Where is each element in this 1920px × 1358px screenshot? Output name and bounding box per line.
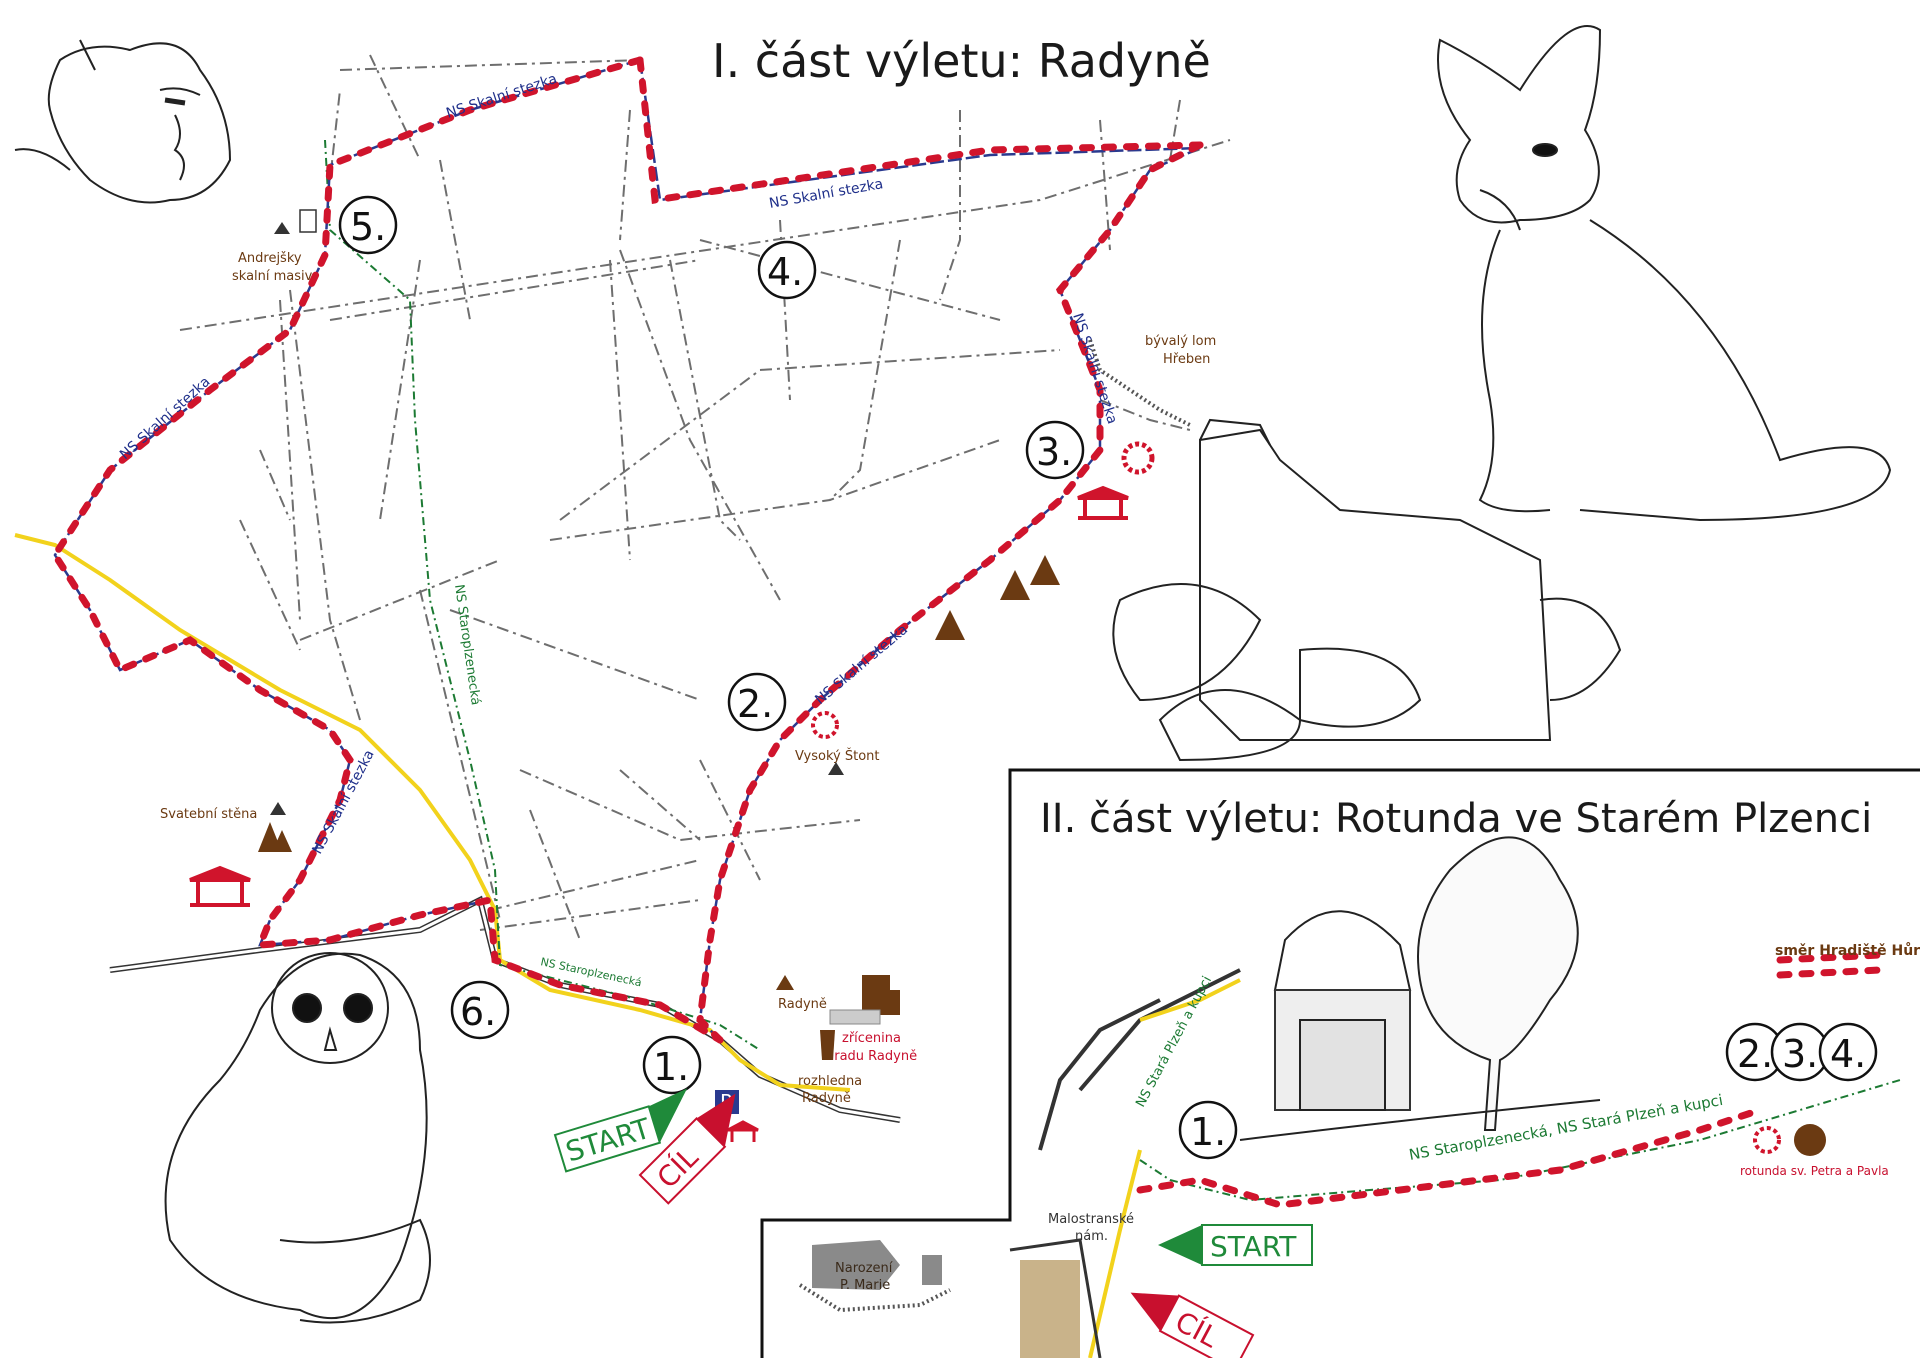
peak-icon: [270, 802, 286, 815]
part2-map: [1009, 951, 1901, 1358]
svg-text:Narození: Narození: [835, 1261, 893, 1276]
stop-3: 3.: [1025, 420, 1085, 480]
svg-text:2.: 2.: [737, 682, 773, 726]
svg-text:skalní masiv: skalní masiv: [232, 269, 313, 284]
owl-illustration: [164, 952, 431, 1324]
picnic-shelter-icon: [1077, 485, 1129, 520]
svg-text:3.: 3.: [1036, 430, 1072, 474]
trail-label-staroplzenecka: NS Staroplzenecká: [451, 583, 483, 706]
svg-text:Radyně: Radyně: [778, 997, 827, 1012]
lookout-tower-icon: [820, 1030, 835, 1060]
viewpoint-flower-icon: [1753, 1126, 1781, 1154]
trail-label-skalni-south: NS Skalní stezka: [309, 747, 377, 856]
rock-icon: [258, 822, 292, 852]
part2-stop-1: 1.: [1178, 1100, 1238, 1160]
peak-icon: [274, 222, 290, 234]
svg-text:1.: 1.: [653, 1045, 689, 1089]
church-icon: [812, 1240, 900, 1290]
poi-radyne: Radyně zřícenina hradu Radyně rozhledna …: [776, 975, 917, 1106]
poi-malostranske: Malostranské nám.: [1048, 1212, 1134, 1244]
castle-ruin-icon: [862, 975, 900, 1015]
peak-icon: [828, 762, 844, 775]
stop-5: 5.: [338, 195, 398, 255]
poi-svatebni: Svatební stěna: [160, 802, 292, 852]
stop-6: 6.: [450, 980, 510, 1040]
trail-label-skalni-top: NS Skalní stezka: [444, 71, 559, 122]
svg-text:6.: 6.: [460, 990, 496, 1034]
viewpoint-east: [1121, 441, 1155, 475]
fox-illustration: [1437, 25, 1892, 522]
poi-vysoky-stont: Vysoký Štont: [795, 711, 880, 775]
svg-text:Svatební stěna: Svatební stěna: [160, 807, 257, 822]
trail-label-skalni-east: NS Skalní stezka: [1069, 311, 1120, 426]
rotunda-illustration: [1239, 836, 1601, 1141]
cemetery-icon: [922, 1255, 942, 1285]
svg-text:3.: 3.: [1782, 1032, 1818, 1076]
svg-text:1.: 1.: [1190, 1110, 1226, 1154]
stop-2: 2.: [727, 672, 787, 732]
poi-lom: bývalý lom Hřeben: [1088, 334, 1216, 427]
svg-text:5.: 5.: [350, 205, 386, 249]
signpost-icon: [299, 209, 317, 233]
hiking-route: [50, 56, 1204, 1044]
troll-illustration: [14, 39, 232, 204]
svg-text:Malostranské: Malostranské: [1048, 1212, 1134, 1227]
poi-narozeni: Narození P. Marie: [798, 1240, 951, 1313]
svg-text:hradu Radyně: hradu Radyně: [826, 1049, 917, 1064]
stop-4: 4.: [757, 240, 817, 300]
svg-text:Radyně: Radyně: [802, 1091, 851, 1106]
part2-stop-3: 3.: [1770, 1022, 1830, 1082]
stop-1: 1.: [642, 1035, 702, 1095]
yellow-road: [14, 533, 851, 1092]
part2-stop-4: 4.: [1818, 1022, 1878, 1082]
rock-icon: [935, 555, 1060, 640]
picnic-shelter-icon: [189, 865, 251, 907]
rocks-east: [935, 555, 1060, 640]
trail-label-skalni-mid: NS Skalní stezka: [812, 622, 911, 708]
cil-sign-part2: CÍL: [1130, 1292, 1255, 1358]
poi-rotunda: rotunda sv. Petra a Pavla: [1740, 1124, 1889, 1178]
svg-text:bývalý lom: bývalý lom: [1145, 334, 1216, 349]
start-sign-part2: START: [1158, 1224, 1313, 1266]
picnic-shelter-east: [1077, 485, 1129, 520]
svg-text:4.: 4.: [767, 250, 803, 294]
svg-text:4.: 4.: [1830, 1032, 1866, 1076]
part2-trail-combined: NS Staroplzenecká, NS Stará Plzeň a kupc…: [1408, 1091, 1725, 1164]
rotunda-icon: [1794, 1124, 1826, 1156]
viewpoint-flower-icon: [811, 711, 839, 739]
svg-text:zřícenina: zřícenina: [842, 1031, 901, 1046]
part2-title: II. část výletu: Rotunda ve Starém Plzen…: [1040, 796, 1872, 842]
part1-title: I. část výletu: Radyně: [712, 34, 1211, 88]
blue-trail: [638, 59, 1201, 1041]
svg-text:rozhledna: rozhledna: [798, 1074, 862, 1089]
svg-text:rotunda sv. Petra a Pavla: rotunda sv. Petra a Pavla: [1740, 1164, 1889, 1178]
green-trail: [324, 139, 761, 1051]
part2-trail-stara-plzen: NS Stará Plzeň a kupci: [1133, 974, 1215, 1110]
poi-andrejsky: Andrejšky skalní masiv: [232, 209, 317, 284]
part2-frame: [760, 768, 1920, 1358]
svg-text:2.: 2.: [1737, 1032, 1773, 1076]
picnic-shelter-icon: [727, 1120, 759, 1142]
svg-text:nám.: nám.: [1075, 1229, 1108, 1244]
svg-text:P. Marie: P. Marie: [840, 1278, 890, 1293]
svg-text:START: START: [1210, 1230, 1297, 1263]
peak-icon: [776, 975, 794, 990]
svg-text:Hřeben: Hřeben: [1163, 352, 1210, 367]
svg-text:Vysoký Štont: Vysoký Štont: [795, 748, 880, 764]
picnic-shelter-west: [189, 865, 251, 907]
castle-illustration: [1112, 418, 1622, 762]
part2-smer-hradiste: směr Hradiště Hůrka: [1775, 942, 1920, 959]
svg-text:Andrejšky: Andrejšky: [238, 251, 302, 266]
viewpoint-flower-icon: [1121, 441, 1155, 475]
blue-trail-west: [53, 58, 641, 947]
part2-stop-2: 2.: [1725, 1022, 1785, 1082]
trail-label-skalni-west: NS Skalní stezka: [117, 374, 213, 463]
